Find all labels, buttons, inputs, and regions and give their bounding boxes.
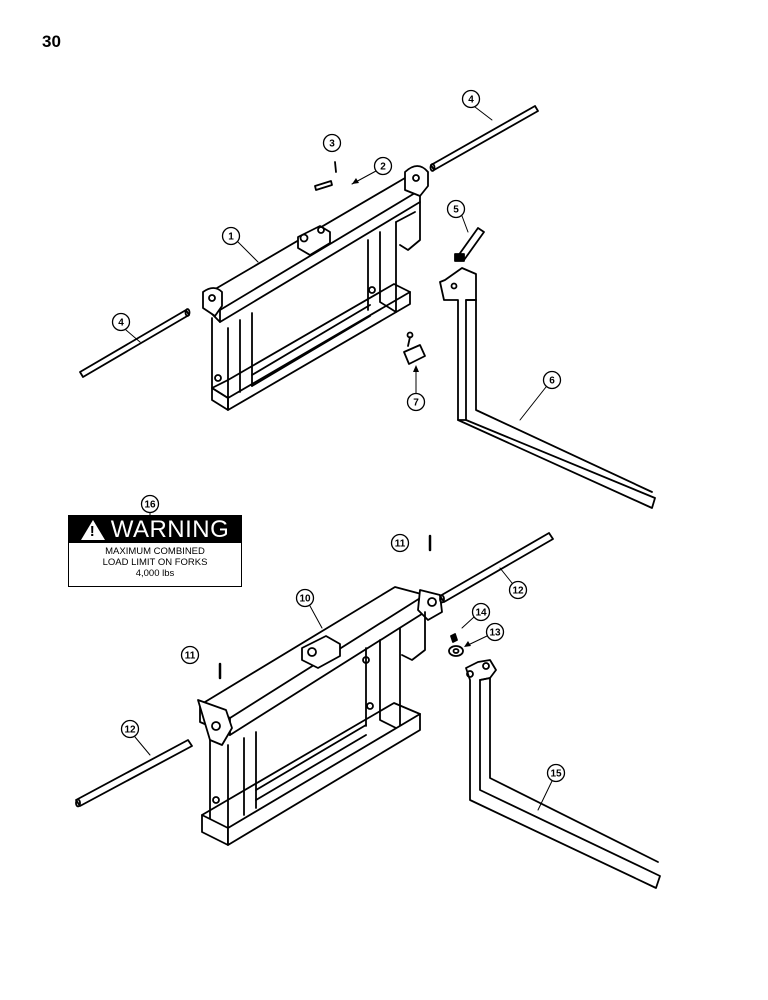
callout-3 [322, 133, 342, 153]
callout-14-text: 14 [475, 608, 487, 619]
callout-6 [519, 370, 562, 421]
upper-fork [439, 267, 656, 509]
callout-7 [406, 365, 426, 412]
callout-10 [295, 588, 323, 629]
callout-11a [390, 533, 410, 553]
callout-4a-text: 4 [468, 95, 474, 106]
callout-12a-text: 12 [512, 586, 524, 597]
callout-15 [537, 763, 566, 811]
upper-right-pin [429, 105, 539, 172]
callout-12a [499, 567, 528, 600]
callout-3-text: 3 [329, 139, 335, 150]
lower-fork [465, 659, 661, 889]
warning-line-1: MAXIMUM COMBINED [105, 546, 205, 557]
upper-small-pin [314, 161, 337, 191]
callout-2-text: 2 [380, 162, 386, 173]
warning-line-3: 4,000 lbs [135, 568, 175, 579]
page-number: 30 [42, 32, 61, 51]
callout-10-text: 10 [299, 594, 311, 605]
upper-stop-pin [454, 227, 485, 262]
callout-5-text: 5 [453, 205, 459, 216]
callout-11a-text: 11 [395, 539, 406, 550]
callout-11b [180, 645, 200, 665]
callout-6-text: 6 [549, 376, 555, 387]
lower-set-screw [450, 633, 458, 643]
callout-12b-text: 12 [124, 725, 136, 736]
warning-line-2: LOAD LIMIT ON FORKS [102, 557, 208, 568]
warning-heading: WARNING [110, 515, 230, 543]
callout-2 [351, 156, 393, 185]
callout-14 [461, 602, 491, 629]
callout-4b [111, 312, 141, 343]
lower-fork-frame [197, 586, 443, 846]
warning-body: MAXIMUM COMBINED LOAD LIMIT ON FORKS 4,0… [69, 543, 241, 579]
upper-fork-frame [202, 165, 429, 411]
lower-right-pin [439, 532, 554, 604]
callout-4a [461, 89, 493, 121]
lower-collar [448, 645, 464, 657]
callout-11b-text: 11 [185, 651, 196, 662]
warning-triangle-icon: ! [80, 519, 105, 540]
callout-5 [446, 199, 469, 233]
callout-1 [221, 226, 259, 263]
callout-15-text: 15 [550, 769, 562, 780]
callout-13 [464, 622, 505, 647]
callout-4b-text: 4 [118, 318, 124, 329]
warning-header: ! WARNING [69, 516, 241, 543]
callout-7-text: 7 [413, 398, 419, 409]
warning-decal: ! WARNING MAXIMUM COMBINED LOAD LIMIT ON… [68, 515, 242, 587]
callout-13-text: 13 [489, 628, 501, 639]
lower-left-pin [75, 739, 193, 808]
lower-spring-pins [218, 534, 432, 680]
callout-1-text: 1 [228, 232, 234, 243]
upper-left-pin [79, 308, 191, 378]
callout-16-text: 16 [144, 500, 156, 511]
upper-latch-block [403, 331, 426, 365]
callout-12b [120, 719, 151, 756]
